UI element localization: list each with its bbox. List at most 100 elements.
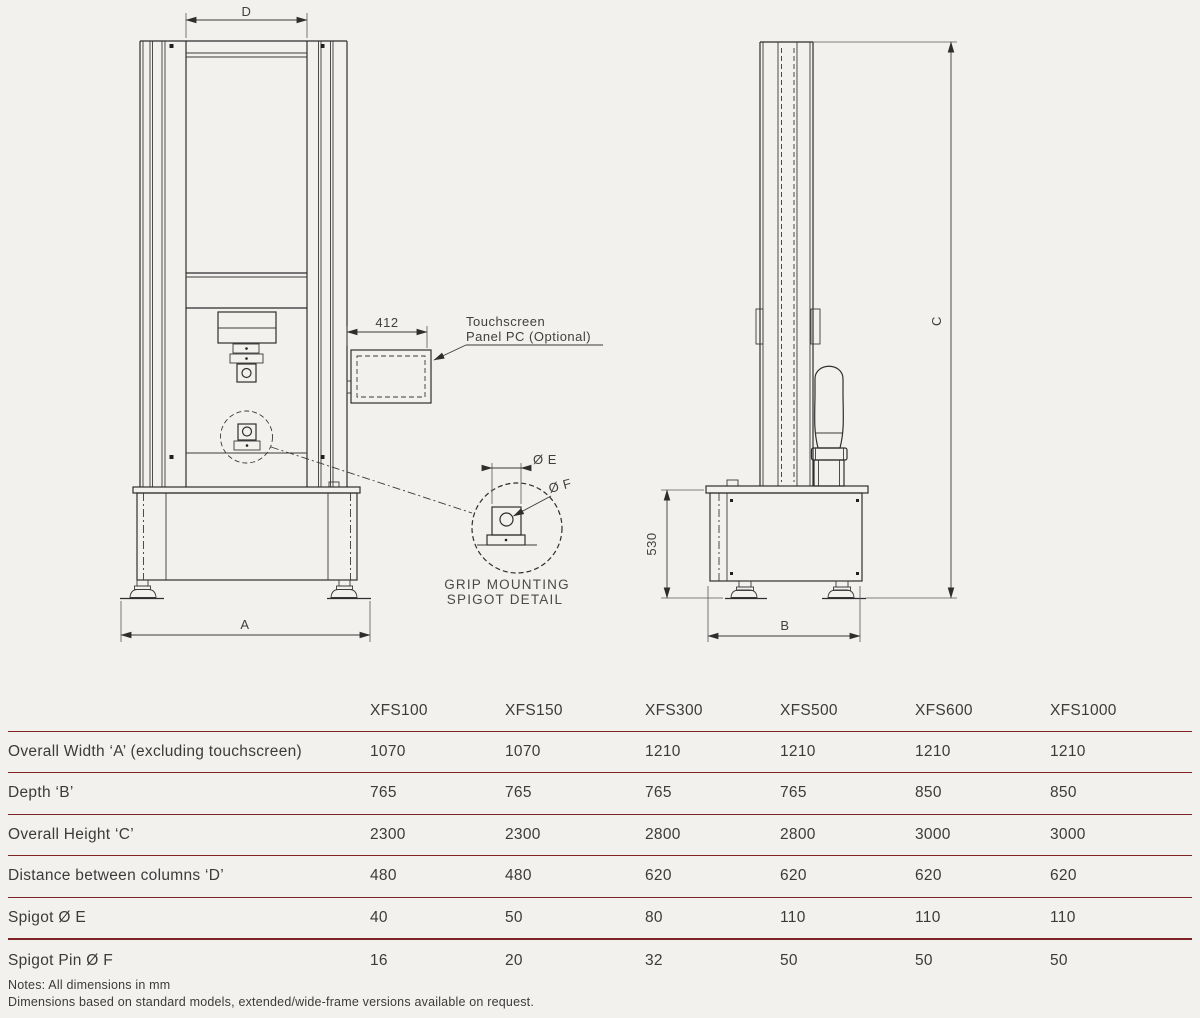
- table-cell: 765: [370, 772, 505, 815]
- table-cell: 50: [505, 897, 645, 940]
- table-cell: 1210: [1050, 731, 1192, 773]
- table-cell: 80: [645, 897, 780, 940]
- column-header: XFS500: [780, 681, 915, 732]
- table-row: Depth ‘B’ 765 765 765 765 850 850: [8, 772, 1192, 815]
- front-base: [132, 481, 361, 581]
- table-cell: 50: [1050, 952, 1068, 969]
- table-cell: 2800: [645, 814, 780, 856]
- touchscreen-panel: 412 Touchscreen Panel PC (Optional): [346, 314, 603, 404]
- dimension-B: B: [707, 586, 861, 642]
- dimensions-table: XFS100 XFS150 XFS300 XFS500 XFS600 XFS10…: [8, 681, 1192, 982]
- row-label: Depth ‘B’: [8, 772, 370, 815]
- note-line1: Notes: All dimensions in mm: [8, 978, 171, 992]
- table-cell: 50: [915, 952, 933, 969]
- row-label: Spigot Pin Ø F: [8, 952, 113, 969]
- side-feet: [725, 580, 866, 600]
- table-cell: 2300: [370, 814, 505, 856]
- dim-label-A: A: [240, 617, 249, 632]
- side-view: 530 B C: [644, 41, 957, 642]
- table-cell: 110: [780, 897, 915, 940]
- dim-label-530: 530: [644, 532, 659, 555]
- dimension-D: D: [185, 4, 308, 38]
- table-cell: 20: [505, 952, 523, 969]
- upper-spigot: [236, 363, 257, 383]
- spigot-detail: Ø E Ø F GRIP MOUNTING SPIGOT DETAIL: [444, 452, 573, 607]
- lower-spigot: [220, 410, 273, 464]
- table-cell: 1210: [645, 731, 780, 773]
- front-right-column: [306, 41, 348, 487]
- table-cell: 40: [370, 897, 505, 940]
- table-cell: 850: [1050, 772, 1192, 815]
- table-row: Overall Width ‘A’ (excluding touchscreen…: [8, 731, 1192, 773]
- table-cell: 2800: [780, 814, 915, 856]
- row-label: Overall Width ‘A’ (excluding touchscreen…: [8, 731, 370, 773]
- column-header: XFS300: [645, 681, 780, 732]
- table-cell: 50: [780, 952, 798, 969]
- row-label: Overall Height ‘C’: [8, 814, 370, 856]
- dim-label-E: Ø E: [533, 452, 557, 467]
- dim-label-F: Ø F: [547, 475, 573, 495]
- side-crosshead-tab-left: [755, 308, 764, 345]
- touchscreen-label-line1: Touchscreen: [466, 314, 545, 329]
- front-feet: [120, 579, 371, 600]
- table-cell: 110: [915, 897, 1050, 940]
- dimension-530: 530: [644, 489, 723, 599]
- table-cell: 16: [370, 952, 388, 969]
- side-base: [705, 479, 869, 582]
- side-column: [759, 41, 814, 486]
- footnotes: Notes: All dimensions in mm Dimensions b…: [8, 977, 534, 1011]
- technical-drawing: D A 412 Touchscreen: [120, 4, 957, 642]
- column-header: XFS150: [505, 681, 645, 732]
- front-left-column: [139, 41, 187, 487]
- detail-caption-line2: SPIGOT DETAIL: [447, 592, 563, 607]
- table-cell: 32: [645, 952, 663, 969]
- motor: [810, 365, 848, 487]
- column-header: XFS100: [370, 681, 505, 732]
- table-cell: 2300: [505, 814, 645, 856]
- table-cell: 850: [915, 772, 1050, 815]
- table-cell: 480: [370, 855, 505, 898]
- spigot-pin-hole: [499, 512, 514, 527]
- note-line2: Dimensions based on standard models, ext…: [8, 995, 535, 1009]
- row-label: Spigot Ø E: [8, 897, 370, 940]
- spigot-body: [491, 506, 522, 536]
- table-cell: 765: [645, 772, 780, 815]
- table-cell: 765: [505, 772, 645, 815]
- dim-label-B: B: [780, 618, 789, 633]
- dim-label-C: C: [929, 316, 944, 326]
- table-cell: 1070: [370, 731, 505, 773]
- dimension-F: Ø F: [513, 475, 573, 517]
- dimension-E: Ø E: [481, 452, 557, 504]
- dimension-C: C: [813, 41, 957, 599]
- table-corner-cell: [8, 681, 370, 732]
- column-header: XFS600: [915, 681, 1050, 732]
- table-row: Distance between columns ‘D’ 480 480 620…: [8, 855, 1192, 898]
- touchscreen-label-line2: Panel PC (Optional): [466, 329, 591, 344]
- table-cell: 620: [915, 855, 1050, 898]
- table-cell: 1210: [780, 731, 915, 773]
- table-cell: 1210: [915, 731, 1050, 773]
- table-cell: 765: [780, 772, 915, 815]
- front-view: D A: [120, 4, 473, 642]
- column-header: XFS1000: [1050, 681, 1192, 732]
- table-row: Spigot Ø E 40 50 80 110 110 110: [8, 897, 1192, 940]
- touchscreen-callout: Touchscreen Panel PC (Optional): [433, 314, 603, 361]
- side-crosshead-tab-right: [810, 308, 821, 345]
- table-cell: 1070: [505, 731, 645, 773]
- table-cell: 620: [645, 855, 780, 898]
- table-cell: 620: [780, 855, 915, 898]
- table-cell: 110: [1050, 897, 1192, 940]
- detail-reference-circle: [220, 410, 273, 464]
- dim-label-412: 412: [375, 315, 398, 330]
- crosshead: [186, 272, 307, 309]
- table-header-row: XFS100 XFS150 XFS300 XFS500 XFS600 XFS10…: [8, 681, 1192, 732]
- detail-caption-line1: GRIP MOUNTING: [444, 577, 570, 592]
- table-cell: 620: [1050, 855, 1192, 898]
- row-label: Distance between columns ‘D’: [8, 855, 370, 898]
- detail-circle: [471, 482, 563, 574]
- table-row: Overall Height ‘C’ 2300 2300 2800 2800 3…: [8, 814, 1192, 856]
- table-row: Spigot Pin Ø F 16 20 32 50 50 50: [8, 939, 1192, 982]
- table-cell: 3000: [915, 814, 1050, 856]
- table-cell: 3000: [1050, 814, 1192, 856]
